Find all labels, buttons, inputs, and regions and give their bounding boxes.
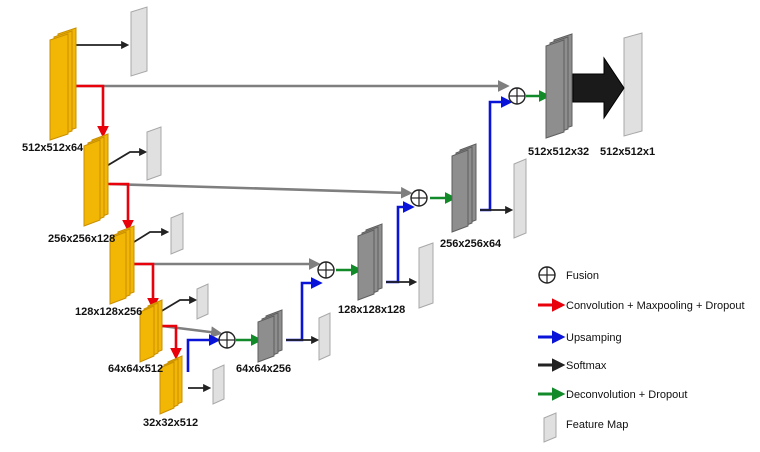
feature-map-enc5 bbox=[212, 364, 225, 405]
legend-feature-map-icon bbox=[543, 412, 557, 443]
output-feature-map bbox=[623, 32, 643, 137]
decoder-3-size-label: 128x128x128 bbox=[338, 304, 405, 316]
conv-arrow-3 bbox=[128, 262, 159, 310]
encoder-2-size-label: 256x256x128 bbox=[48, 233, 115, 245]
encoder-block-4 bbox=[139, 299, 163, 363]
up-arrow-3 bbox=[386, 201, 415, 284]
decoder-block-3 bbox=[357, 223, 383, 301]
decoder-block-4-plate bbox=[257, 315, 275, 363]
conv-arrow-2 bbox=[100, 182, 134, 232]
softmax-output-arrow bbox=[572, 56, 625, 120]
legend-fusion-icon bbox=[538, 266, 556, 284]
output-size-label: 512x512x1 bbox=[600, 146, 655, 158]
up-arrow-4 bbox=[480, 96, 513, 212]
arrow-layer bbox=[64, 40, 566, 401]
encoder-1-size-label: 512x512x64 bbox=[22, 142, 84, 154]
decoder-4-size-label: 64x64x256 bbox=[236, 363, 291, 375]
label-layer: 512x512x64 256x256x128 128x128x256 64x64… bbox=[22, 142, 745, 431]
encoder-block-1 bbox=[49, 27, 77, 141]
softmax-arrow-enc2 bbox=[99, 147, 148, 171]
encoder-block-2-plate bbox=[83, 139, 101, 227]
decoder-block-1 bbox=[545, 33, 573, 139]
feature-map-enc3 bbox=[170, 212, 184, 255]
decoder-2-size-label: 256x256x64 bbox=[440, 238, 502, 250]
feature-map-enc2 bbox=[146, 126, 162, 181]
encoder-block-5 bbox=[159, 355, 183, 415]
decoder-block-3-plate bbox=[357, 229, 375, 301]
decoder-block-4 bbox=[257, 309, 283, 363]
feature-map-dec2 bbox=[513, 158, 527, 239]
up-arrow-1 bbox=[186, 334, 221, 372]
feature-map-enc1 bbox=[130, 6, 148, 77]
encoder-block-4-plate bbox=[139, 305, 155, 363]
feature-map-dec4 bbox=[318, 312, 331, 361]
fusion-node-2 bbox=[410, 189, 428, 207]
feature-map-dec3 bbox=[418, 242, 434, 309]
fusion-node-1 bbox=[508, 87, 526, 105]
decoder-block-2-plate bbox=[451, 149, 469, 233]
encoder-5-size-label: 32x32x512 bbox=[143, 417, 198, 429]
decoder-block-2 bbox=[451, 143, 477, 233]
fusion-node-3 bbox=[317, 261, 335, 279]
encoder-4-size-label: 64x64x512 bbox=[108, 363, 163, 375]
decoder-block-1-plate bbox=[545, 39, 565, 139]
legend-up-label: Upsamping bbox=[566, 332, 622, 344]
skip-arrow-2 bbox=[109, 182, 413, 199]
conv-arrow-1 bbox=[72, 84, 109, 138]
up-arrow-2 bbox=[286, 277, 323, 342]
legend-conv-label: Convolution + Maxpooling + Dropout bbox=[566, 300, 745, 312]
encoder-3-size-label: 128x128x256 bbox=[75, 306, 142, 318]
fusion-node-4 bbox=[218, 331, 236, 349]
feature-map-enc4 bbox=[196, 283, 209, 320]
legend-feature-map-label: Feature Map bbox=[566, 419, 628, 431]
legend-deconv-label: Deconvolution + Dropout bbox=[566, 389, 687, 401]
softmax-arrow-enc4 bbox=[159, 295, 198, 313]
encoder-block-3-plate bbox=[109, 231, 127, 305]
decoder-1-size-label: 512x512x32 bbox=[528, 146, 589, 158]
legend-fusion-label: Fusion bbox=[566, 270, 599, 282]
encoder-block-1-plate bbox=[49, 33, 69, 141]
conv-arrow-4 bbox=[160, 324, 182, 360]
block-layer bbox=[49, 6, 643, 443]
encoder-block-3 bbox=[109, 225, 135, 305]
legend-softmax-label: Softmax bbox=[566, 360, 607, 372]
encoder-block-2 bbox=[83, 133, 109, 227]
encoder-block-5-plate bbox=[159, 361, 175, 415]
